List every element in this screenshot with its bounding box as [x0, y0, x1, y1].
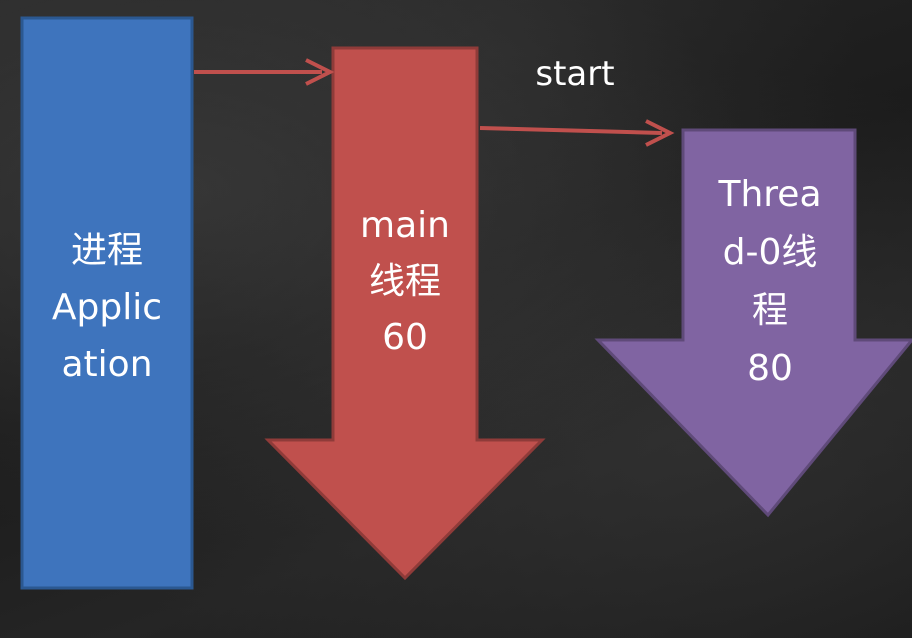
start-label: start [535, 54, 615, 94]
process-label-line: Applic [51, 287, 163, 328]
process-box [20, 16, 194, 590]
main-thread-label-line: 60 [382, 317, 428, 358]
main-thread-label-line: 线程 [368, 261, 441, 302]
thread-0-arrow [594, 128, 912, 518]
process-label-line: ation [61, 344, 153, 385]
main-thread-label-line: main [360, 205, 450, 246]
thread-0-label: Threa d-0线 程 80 [690, 166, 850, 398]
start-arrow [479, 119, 675, 147]
process-to-main-arrow [194, 58, 335, 86]
process-label: 进程 Applic ation [22, 222, 192, 393]
thread-0-label-line: 80 [747, 348, 793, 389]
process-label-line: 进程 [70, 230, 143, 271]
main-thread-label: main 线程 60 [332, 198, 478, 366]
thread-0-label-line: d-0线 [722, 232, 818, 273]
thread-0-label-line: 程 [751, 290, 788, 331]
main-thread-arrow [264, 46, 546, 581]
thread-0-label-line: Threa [718, 174, 822, 215]
